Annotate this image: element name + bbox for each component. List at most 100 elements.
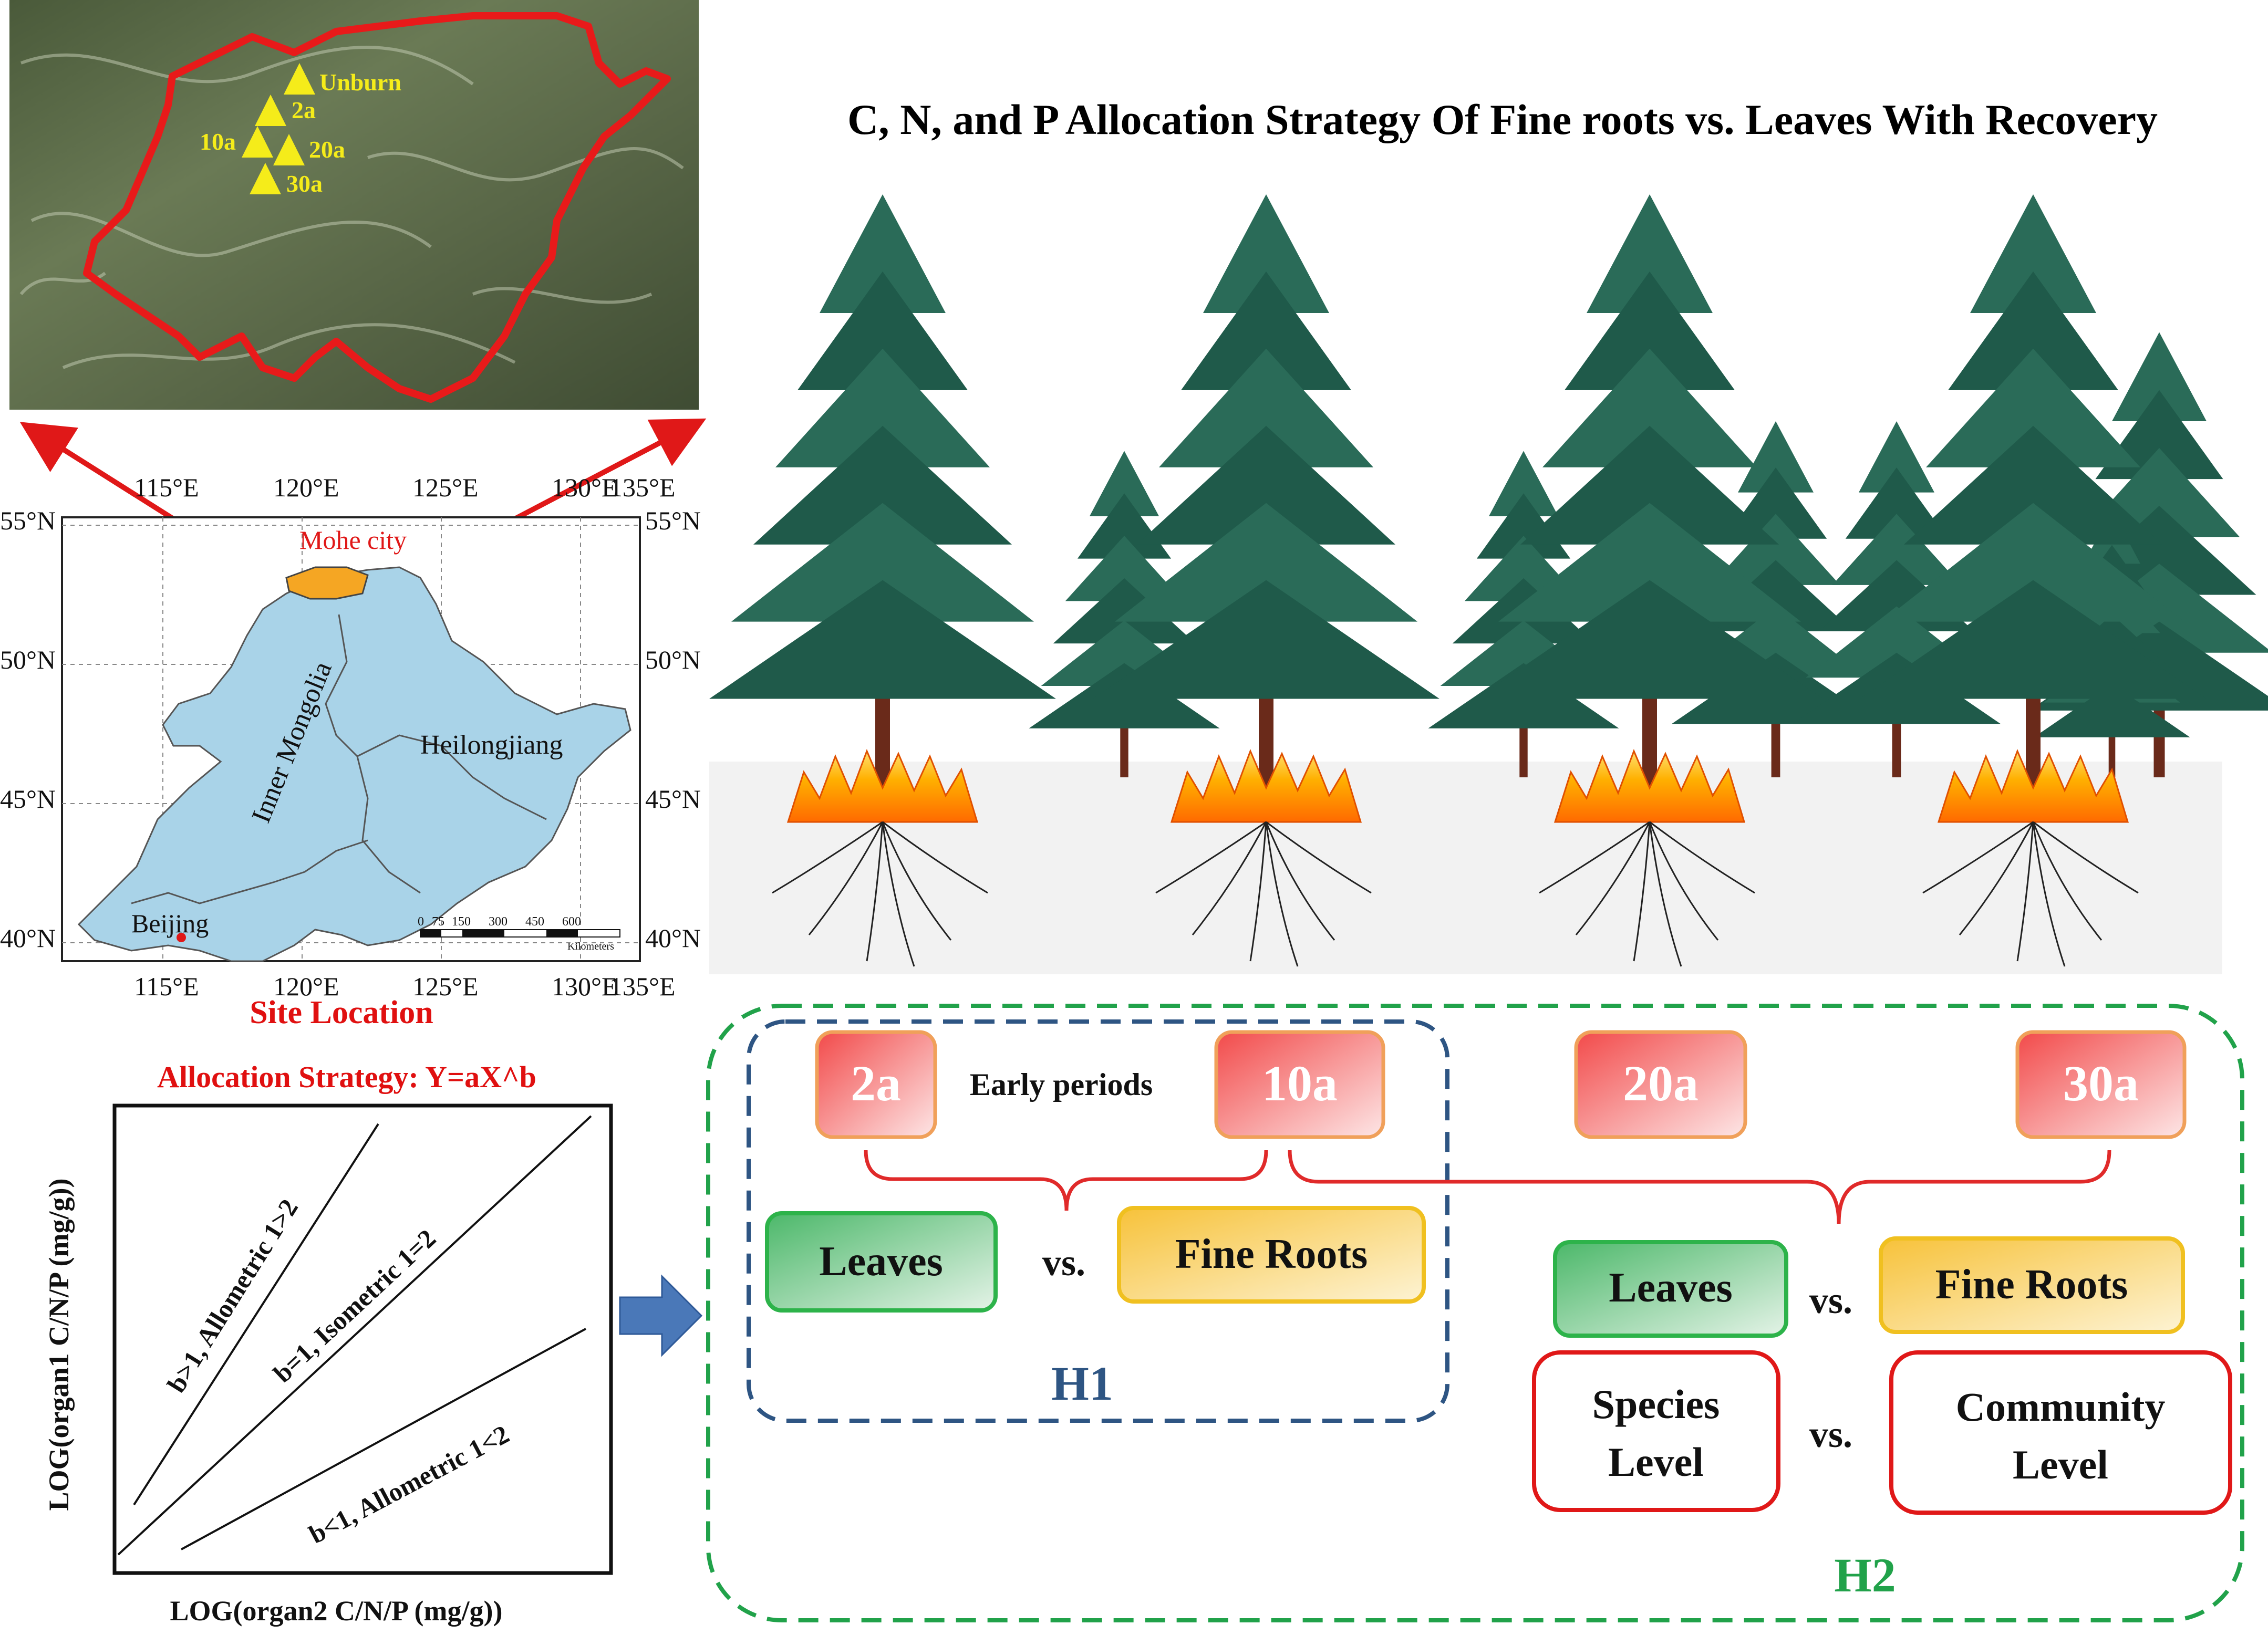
- main-tree-3: [1476, 194, 1823, 788]
- tree-scene-4: [1793, 194, 2268, 967]
- h2-label: H2: [1834, 1548, 1896, 1602]
- tree-scene-3: [1428, 194, 1880, 967]
- line-allometric-gt: [133, 1123, 379, 1506]
- lat-tick-left-55: 55°N: [0, 506, 56, 535]
- community-level-line1: Community: [1956, 1384, 2166, 1430]
- mohe-city-area: [285, 566, 369, 600]
- stage-20a-box: 20a: [1574, 1030, 1747, 1139]
- h2-vs-label-2: vs.: [1809, 1413, 1852, 1455]
- lon-tick-bottom-115: 115°E: [134, 972, 199, 1001]
- stage-2a-box: 2a: [815, 1030, 937, 1139]
- scale-label-450: 450: [525, 915, 544, 929]
- lat-tick-left-40: 40°N: [0, 923, 56, 953]
- site-label-30a: 30a: [286, 170, 323, 197]
- h2-leaves-box: Leaves: [1553, 1240, 1788, 1338]
- lat-tick-right-50: 50°N: [645, 645, 701, 674]
- brace-h1: [864, 1150, 1268, 1211]
- forest-scene: [709, 194, 2268, 974]
- community-level-box: Community Level: [1889, 1350, 2232, 1515]
- site-markers: [242, 63, 315, 194]
- h2-boundary: [706, 1004, 2244, 1622]
- tree-scene-2: [1029, 194, 1439, 967]
- stage-30a-label: 30a: [2063, 1055, 2139, 1111]
- lat-tick-right-55: 55°N: [645, 506, 701, 535]
- h2-vs-label-1: vs.: [1809, 1279, 1852, 1321]
- species-level-line1: Species: [1592, 1381, 1720, 1427]
- roots-3: [1539, 821, 1755, 967]
- lat-tick-right-45: 45°N: [645, 784, 701, 814]
- lon-tick-top-135: 135°E: [609, 473, 676, 502]
- species-level-line2: Level: [1608, 1439, 1704, 1485]
- site-location-caption: Site Location: [250, 995, 433, 1030]
- scale-unit-label: Kilometers: [567, 941, 614, 952]
- fire-3: [1554, 748, 1746, 823]
- main-tree-4: [1860, 194, 2207, 788]
- land-region: [77, 566, 631, 962]
- heilongjiang-label: Heilongjiang: [420, 730, 563, 760]
- scale-label-75: 75: [432, 915, 444, 929]
- beijing-label: Beijing: [131, 909, 209, 938]
- flow-arrow: [619, 1274, 703, 1357]
- lat-tick-left-50: 50°N: [0, 645, 56, 674]
- h2-fine-roots-box: Fine Roots: [1879, 1236, 2185, 1334]
- scale-label-600: 600: [562, 915, 581, 929]
- roots-1: [772, 821, 988, 967]
- tree-scene-1: [709, 194, 1056, 967]
- figure-title: C, N, and P Allocation Strategy Of Fine …: [847, 96, 2158, 143]
- lon-tick-top-130: 130°E: [552, 473, 618, 502]
- lon-tick-bottom-130: 130°E: [552, 972, 618, 1001]
- scale-label-0: 0: [418, 915, 424, 929]
- mohe-city-label: Mohe city: [299, 525, 407, 555]
- stage-10a-label: 10a: [1262, 1055, 1338, 1111]
- line-isometric: [117, 1115, 592, 1556]
- site-marker-unburn: [284, 63, 315, 95]
- plot-frame: [112, 1103, 613, 1575]
- site-marker-20a: [273, 134, 305, 165]
- scale-label-150: 150: [452, 915, 471, 929]
- lon-tick-bottom-135: 135°E: [609, 972, 676, 1001]
- lon-tick-top-120: 120°E: [273, 473, 339, 502]
- scale-label-300: 300: [489, 915, 508, 929]
- h1-fine-roots-label: Fine Roots: [1175, 1231, 1368, 1277]
- lon-tick-bottom-120: 120°E: [273, 972, 339, 1001]
- stage-20a-label: 20a: [1623, 1055, 1699, 1111]
- lon-tick-bottom-125: 125°E: [412, 972, 479, 1001]
- fire-1: [786, 748, 979, 823]
- h1-leaves-label: Leaves: [819, 1238, 943, 1285]
- brace-h2: [1288, 1150, 2111, 1224]
- early-periods-label: Early periods: [970, 1067, 1153, 1102]
- beijing-marker: [177, 933, 186, 942]
- h1-label: H1: [1051, 1357, 1113, 1410]
- species-level-box: Species Level: [1532, 1350, 1780, 1512]
- site-label-20a: 20a: [309, 136, 345, 163]
- allocation-plot: Allocation Strategy: Y=aX^b b>1, Allomet…: [43, 1060, 613, 1627]
- main-tree-1: [709, 194, 1056, 788]
- community-level-line2: Level: [2013, 1442, 2108, 1487]
- location-map: 115°E 120°E 125°E 130°E 135°E 115°E 120°…: [0, 473, 701, 1030]
- satellite-image: [9, 0, 699, 410]
- plot-xlabel: LOG(organ2 C/N/P (mg/g)): [170, 1595, 503, 1627]
- stage-2a-label: 2a: [851, 1055, 901, 1111]
- hypotheses-panel: 2a Early periods 10a 20a 30a Leaves vs. …: [706, 1004, 2244, 1622]
- province-borders: [131, 614, 547, 904]
- allocation-plot-title: Allocation Strategy: Y=aX^b: [157, 1060, 536, 1094]
- lat-tick-right-40: 40°N: [645, 923, 701, 953]
- site-label-10a: 10a: [200, 128, 236, 155]
- roots-2: [1155, 821, 1372, 967]
- h2-leaves-label: Leaves: [1609, 1265, 1733, 1311]
- h2-fine-roots-label: Fine Roots: [1935, 1262, 2128, 1308]
- lon-tick-top-125: 125°E: [412, 473, 479, 502]
- h1-vs-label: vs.: [1042, 1242, 1085, 1284]
- terrain-texture: [19, 46, 684, 369]
- main-tree-2: [1093, 194, 1439, 788]
- h1-leaves-box: Leaves: [765, 1211, 998, 1313]
- scale-bar: 0 75 150 300 450 600 Kilometers: [418, 915, 620, 952]
- stage-10a-box: 10a: [1214, 1030, 1385, 1139]
- line-allometric-lt: [181, 1328, 586, 1550]
- satellite-panel: Unburn 2a 10a 20a 30a: [9, 0, 699, 410]
- fire-4: [1937, 748, 2129, 823]
- fire-2: [1170, 748, 1362, 823]
- study-area-boundary: [83, 12, 671, 403]
- lat-tick-left-45: 45°N: [0, 784, 56, 814]
